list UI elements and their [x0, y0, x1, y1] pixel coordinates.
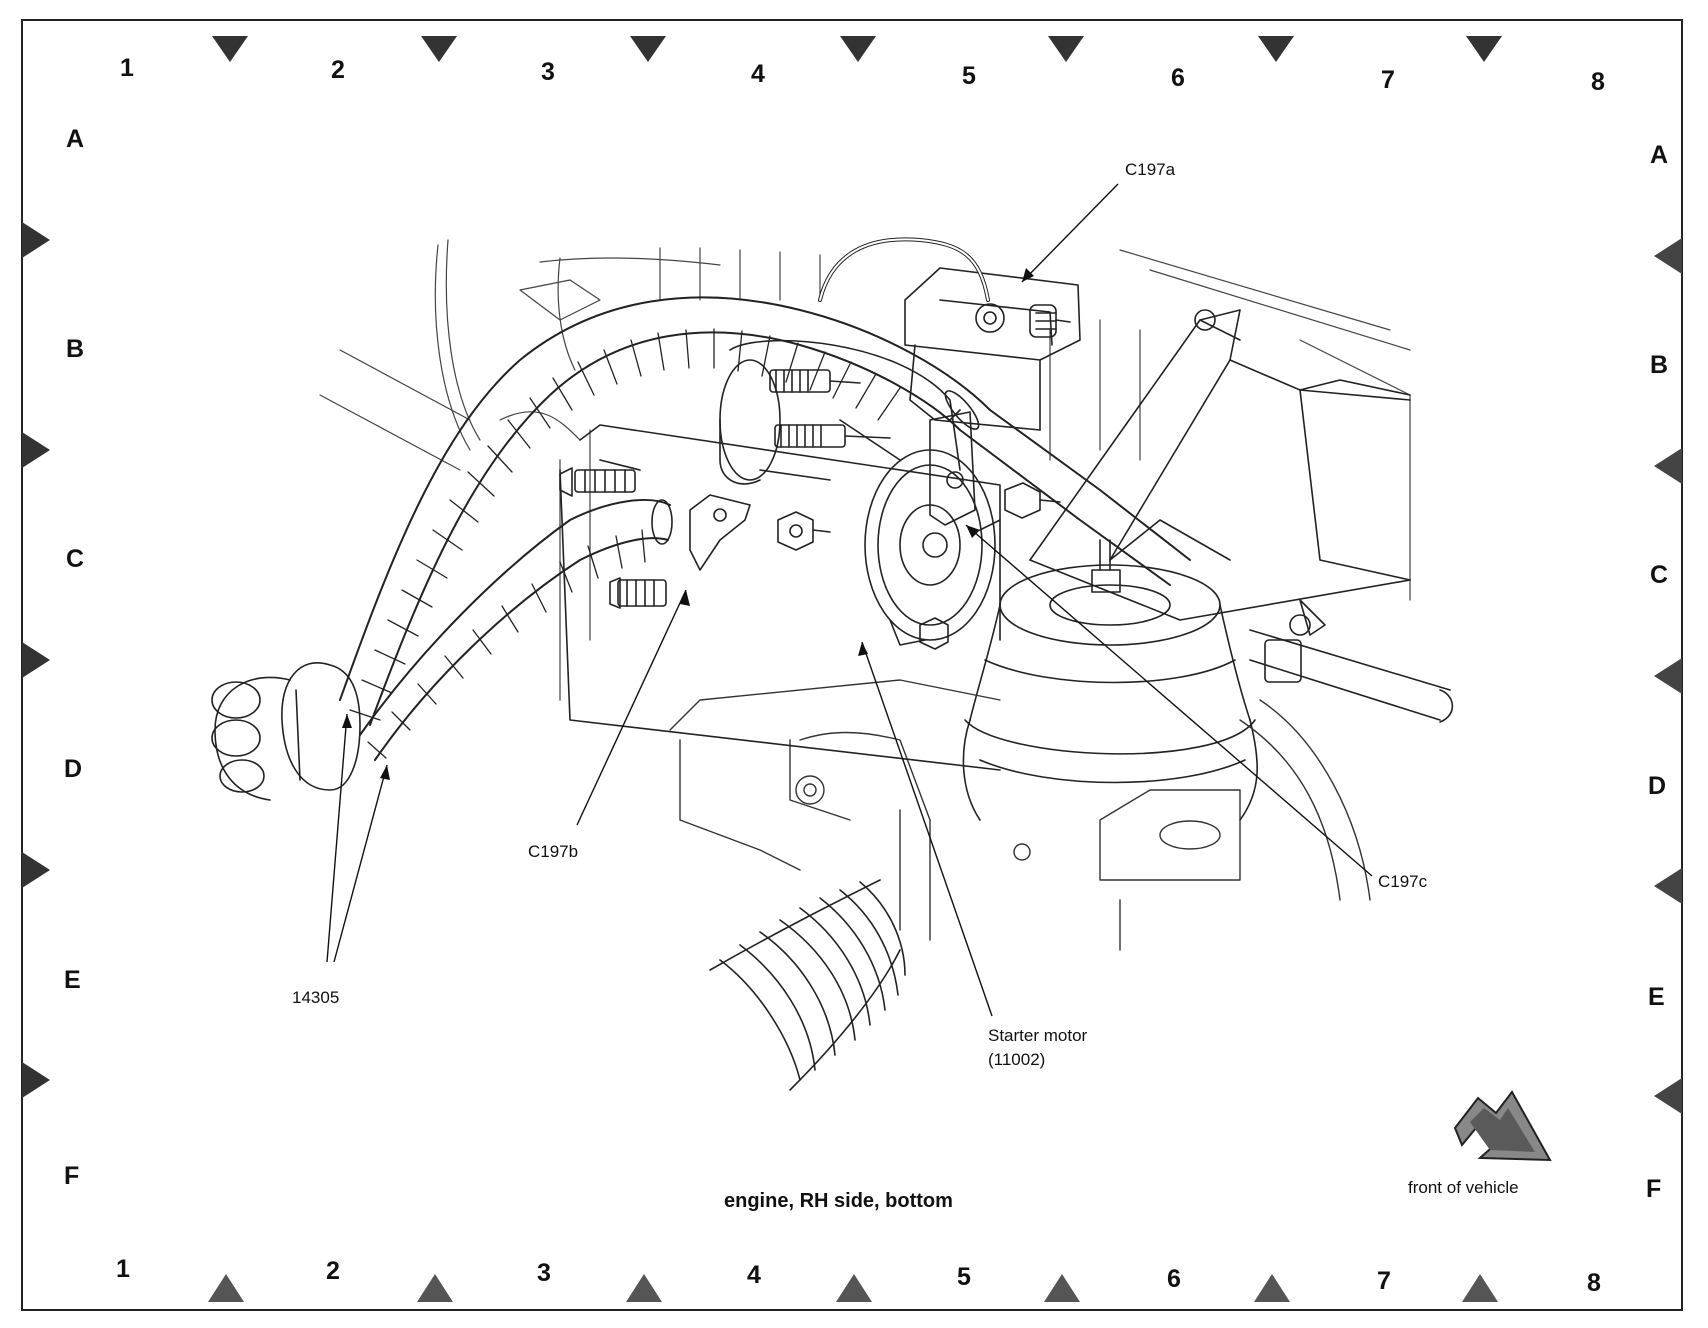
callout-14305: 14305	[292, 988, 340, 1007]
diagram-caption: engine, RH side, bottom	[724, 1190, 953, 1212]
col-label-bottom-5: 5	[957, 1263, 971, 1291]
engine-block-background	[319, 239, 1411, 701]
col-label-bottom-8: 8	[1587, 1269, 1601, 1297]
row-label-left-d: D	[64, 755, 83, 783]
left-grid-markers	[22, 222, 50, 1098]
row-label-right-c: C	[1650, 561, 1669, 589]
battery-cable-upper	[339, 296, 1191, 726]
battery-cable-lower	[359, 499, 673, 761]
callout-c197b: C197b	[528, 842, 579, 861]
starter-motor-body	[559, 339, 1061, 771]
col-label-top-1: 1	[120, 54, 134, 82]
engine-mount-bracket	[1029, 309, 1411, 621]
diagram-border	[21, 19, 1683, 1311]
row-label-right-f: F	[1646, 1175, 1662, 1203]
callout-starter-motor: Starter motor (11002)	[988, 1024, 1087, 1072]
col-label-top-2: 2	[331, 56, 345, 84]
row-label-left-c: C	[66, 545, 85, 573]
row-label-right-b: B	[1650, 351, 1669, 379]
row-label-right-a: A	[1650, 141, 1669, 169]
bottom-grid-markers	[208, 1274, 1498, 1302]
row-label-left-f: F	[64, 1162, 80, 1190]
harness-connector	[211, 662, 361, 801]
col-label-bottom-6: 6	[1167, 1265, 1181, 1293]
front-arrow-icon	[1453, 1090, 1552, 1162]
leader-lines	[326, 183, 1373, 1017]
leader-arrowheads	[342, 268, 1034, 780]
leader-c197c	[965, 524, 1373, 877]
top-grid-markers	[212, 36, 1502, 62]
col-label-top-7: 7	[1381, 66, 1395, 94]
col-label-bottom-4: 4	[747, 1261, 761, 1289]
intake-hose	[709, 879, 906, 1091]
col-label-top-3: 3	[541, 58, 555, 86]
callout-starter-motor-name: Starter motor	[988, 1026, 1088, 1045]
col-label-top-6: 6	[1171, 64, 1185, 92]
col-label-bottom-2: 2	[326, 1257, 340, 1285]
row-label-left-a: A	[66, 125, 85, 153]
leader-14305-b	[333, 764, 388, 963]
callout-c197c: C197c	[1378, 872, 1428, 891]
leader-c197a	[1021, 183, 1119, 283]
right-grid-markers	[1654, 238, 1682, 1114]
motor-mount-isolator	[962, 564, 1258, 821]
right-tube	[1249, 599, 1454, 723]
leader-starter	[861, 641, 993, 1017]
ground-wire	[818, 237, 990, 302]
col-label-bottom-3: 3	[537, 1259, 551, 1287]
row-label-right-d: D	[1648, 772, 1667, 800]
leader-14305-a	[326, 713, 348, 963]
col-label-top-8: 8	[1591, 68, 1605, 96]
callout-c197a: C197a	[1125, 160, 1176, 179]
upper-bracket	[904, 267, 1081, 431]
col-label-top-5: 5	[962, 62, 976, 90]
row-label-left-b: B	[66, 335, 85, 363]
engine-illustration	[211, 237, 1454, 1091]
col-label-bottom-1: 1	[116, 1255, 130, 1283]
row-label-right-e: E	[1648, 983, 1665, 1011]
col-label-bottom-7: 7	[1377, 1267, 1391, 1295]
col-label-top-4: 4	[751, 60, 765, 88]
row-label-left-e: E	[64, 966, 81, 994]
leader-c197b	[576, 589, 687, 826]
front-of-vehicle-label: front of vehicle	[1408, 1178, 1519, 1197]
lower-subframe	[669, 679, 1371, 951]
callout-starter-motor-number: (11002)	[988, 1050, 1046, 1069]
